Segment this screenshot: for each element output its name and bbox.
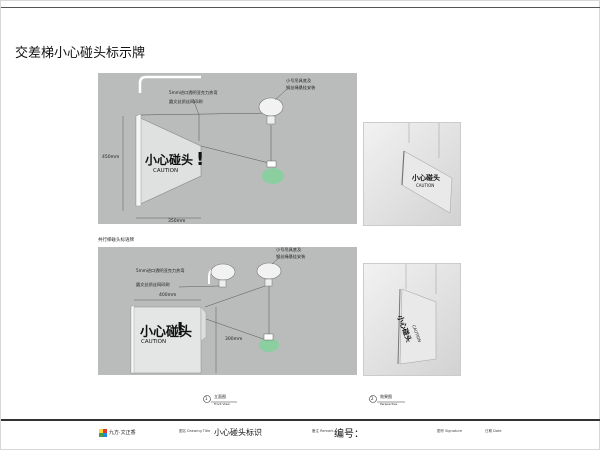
sign-text: 小心碰头: [145, 153, 194, 167]
top-border: [1, 7, 600, 8]
panel-2-print-label: 圆文丝质丝网印刷: [136, 282, 170, 287]
view-2-title: 效果图: [380, 394, 392, 399]
height-dimension: 450mm: [102, 155, 120, 160]
panel-2-hanger-label-2: 钢丝绳悬挂安装: [276, 254, 306, 259]
panel-2-height-dimension: 300mm: [225, 337, 243, 342]
brand-logo: [99, 429, 107, 437]
view-2-number: 2: [371, 396, 374, 401]
product-photo-2: 小心碰头 CAUTION: [363, 263, 461, 376]
panel-2-acrylic-label: 5mm进口透明亚克力热弯: [136, 268, 185, 273]
view-2-subtitle: Perspective: [380, 402, 398, 406]
page-title: 交差梯小心碰头标示牌: [15, 46, 146, 61]
drawing-title: 小心碰头标识: [214, 428, 262, 437]
panel-2-subtitle: 共行梯碰头标语牌: [98, 238, 134, 243]
drawing-title-label: 图名 Drawing Title: [179, 429, 211, 433]
number-label: 编号：: [334, 429, 364, 440]
panel-2-sign-caution: CAUTION: [141, 339, 167, 345]
title-block: 九方·文正香 图名 Drawing Title 小心碰头标识 备注 Remark…: [1, 419, 600, 443]
remark-label: 备注 Remark: [312, 429, 334, 433]
panel-2-sign-exclamation: !: [176, 319, 185, 340]
photo-1-sign-text: 小心碰头: [412, 174, 440, 182]
photo-2-sign: [397, 264, 437, 365]
hanger-label-2: 钢丝绳悬挂安装: [286, 85, 316, 90]
acrylic-label: 5mm进口透明亚克力热弯: [169, 90, 218, 95]
signature-label: 图号 Signature: [437, 429, 462, 433]
hanger-label: 小号吊具底及: [286, 78, 312, 83]
panel-2-width-dimension: 400mm: [159, 293, 177, 298]
panel-2-hanger-label: 小号吊具底及: [276, 247, 302, 252]
view-1-subtitle: Front View: [214, 402, 230, 406]
view-1-title: 立面图: [214, 394, 226, 399]
product-photo-1: 小心碰头 CAUTION: [363, 122, 461, 226]
view-1-number: 1: [205, 396, 208, 401]
date-label: 日期 Date: [485, 429, 502, 433]
sign-exclamation: !: [196, 149, 205, 170]
sign-caution: CAUTION: [153, 168, 179, 174]
photo-1-sign-en: CAUTION: [416, 183, 435, 188]
print-label: 圆文丝质丝网印刷: [169, 99, 203, 104]
width-dimension: 350mm: [168, 219, 186, 224]
panel-2-sign-text: 小心碰头: [140, 325, 193, 340]
brand-name: 九方·文正香: [109, 430, 136, 436]
photo-1-sign: [401, 123, 453, 214]
